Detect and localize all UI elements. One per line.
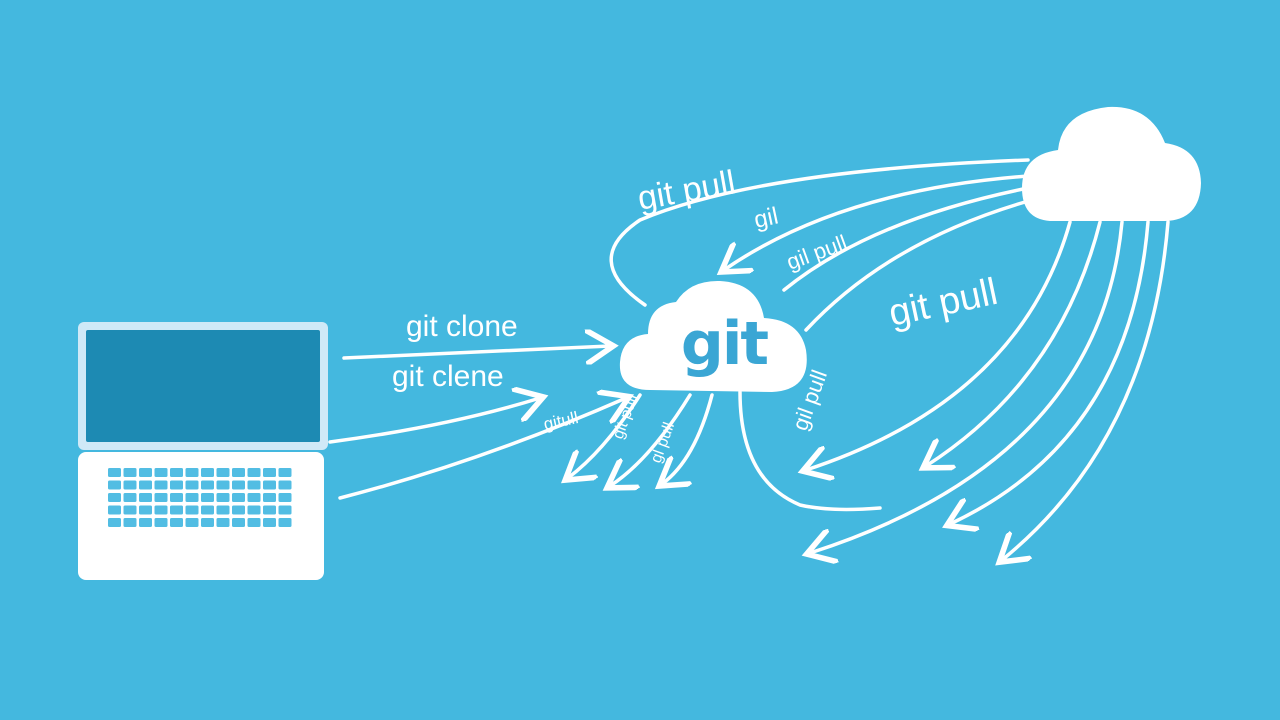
keyboard-key (123, 493, 137, 502)
keyboard-key (108, 493, 121, 502)
label-git-pull-2: gil (752, 202, 781, 233)
keyboard-key (201, 468, 214, 477)
keyboard-key (154, 468, 168, 477)
pull-arrow-6 (806, 220, 1072, 470)
pull-arrow-top (609, 158, 1030, 307)
keyboard-key (247, 480, 261, 490)
git-cloud-shape (619, 280, 807, 392)
keyboard-key (185, 493, 199, 502)
keyboard-key (123, 505, 137, 515)
keyboard-key (278, 480, 292, 490)
remote-cloud-shape (1022, 106, 1201, 221)
pull-arrow-9 (950, 220, 1150, 524)
keyboard-key (263, 518, 276, 527)
keyboard-key (108, 505, 121, 515)
pull-arrow-10 (1002, 220, 1170, 560)
pull-arrow-5 (738, 390, 882, 512)
keyboard-key (170, 493, 183, 502)
keyboard-key (263, 480, 276, 490)
keyboard-key (201, 493, 214, 502)
cloud-icon (1022, 106, 1201, 221)
keyboard-key (185, 518, 199, 527)
keyboard-key (139, 480, 152, 490)
keyboard-key (216, 518, 230, 527)
keyboard-key (232, 505, 245, 515)
laptop-screen (86, 330, 320, 442)
keyboard-key (154, 480, 168, 490)
keyboard-key (232, 518, 245, 527)
keyboard-key (232, 480, 245, 490)
pull-arrow-8 (810, 220, 1124, 553)
keyboard-key (247, 493, 261, 502)
keyboard-key (216, 505, 230, 515)
keyboard-key (170, 468, 183, 477)
keyboard-key (247, 518, 261, 527)
pull-arrow-3 (782, 186, 1030, 292)
keyboard-key (232, 493, 245, 502)
clone-arrow-2 (328, 398, 540, 444)
keyboard-key (247, 505, 261, 515)
keyboard-key (201, 505, 214, 515)
pull-arrow-4 (804, 198, 1034, 332)
keyboard-key (139, 518, 152, 527)
keyboard-key (216, 468, 230, 477)
keyboard-key (154, 493, 168, 502)
keyboard-key (185, 468, 199, 477)
laptop-icon (78, 322, 328, 580)
keyboard-key (216, 493, 230, 502)
keyboard-key (170, 480, 183, 490)
label-git-clone-2: git clene (392, 360, 504, 393)
keyboard-key (154, 518, 168, 527)
keyboard-key (278, 468, 292, 477)
keyboard-key (263, 505, 276, 515)
label-git-clone-1: git clone (406, 310, 518, 343)
keyboard-key (263, 493, 276, 502)
keyboard-key (247, 468, 261, 477)
keyboard-key (278, 505, 292, 515)
keyboard-key (170, 518, 183, 527)
keyboard-key (154, 505, 168, 515)
keyboard-key (185, 505, 199, 515)
keyboard-key (108, 480, 121, 490)
keyboard-key (139, 505, 152, 515)
keyboard-key (201, 480, 214, 490)
keyboard-key (170, 505, 183, 515)
keyboard-key (123, 518, 137, 527)
keyboard-key (123, 468, 137, 477)
clone-arrow-3 (338, 398, 626, 500)
arrows (328, 158, 1170, 560)
pull-arrow-7 (926, 220, 1102, 466)
git-cloud-icon: git (619, 280, 807, 392)
keyboard-key (123, 480, 137, 490)
pull-arrow-left-3 (662, 393, 714, 484)
laptop-keyboard (108, 468, 292, 527)
keyboard-key (108, 518, 121, 527)
keyboard-key (139, 468, 152, 477)
keyboard-key (201, 518, 214, 527)
keyboard-key (216, 480, 230, 490)
keyboard-key (185, 480, 199, 490)
keyboard-key (278, 493, 292, 502)
pull-arrow-left-1 (568, 393, 642, 478)
clone-arrow-1 (342, 346, 610, 358)
pull-arrow-2 (724, 174, 1030, 270)
pull-arrow-left-2 (610, 393, 692, 486)
keyboard-key (108, 468, 121, 477)
git-cloud-label: git (681, 309, 769, 379)
keyboard-key (278, 518, 292, 527)
keyboard-key (232, 468, 245, 477)
keyboard-key (263, 468, 276, 477)
keyboard-key (139, 493, 152, 502)
